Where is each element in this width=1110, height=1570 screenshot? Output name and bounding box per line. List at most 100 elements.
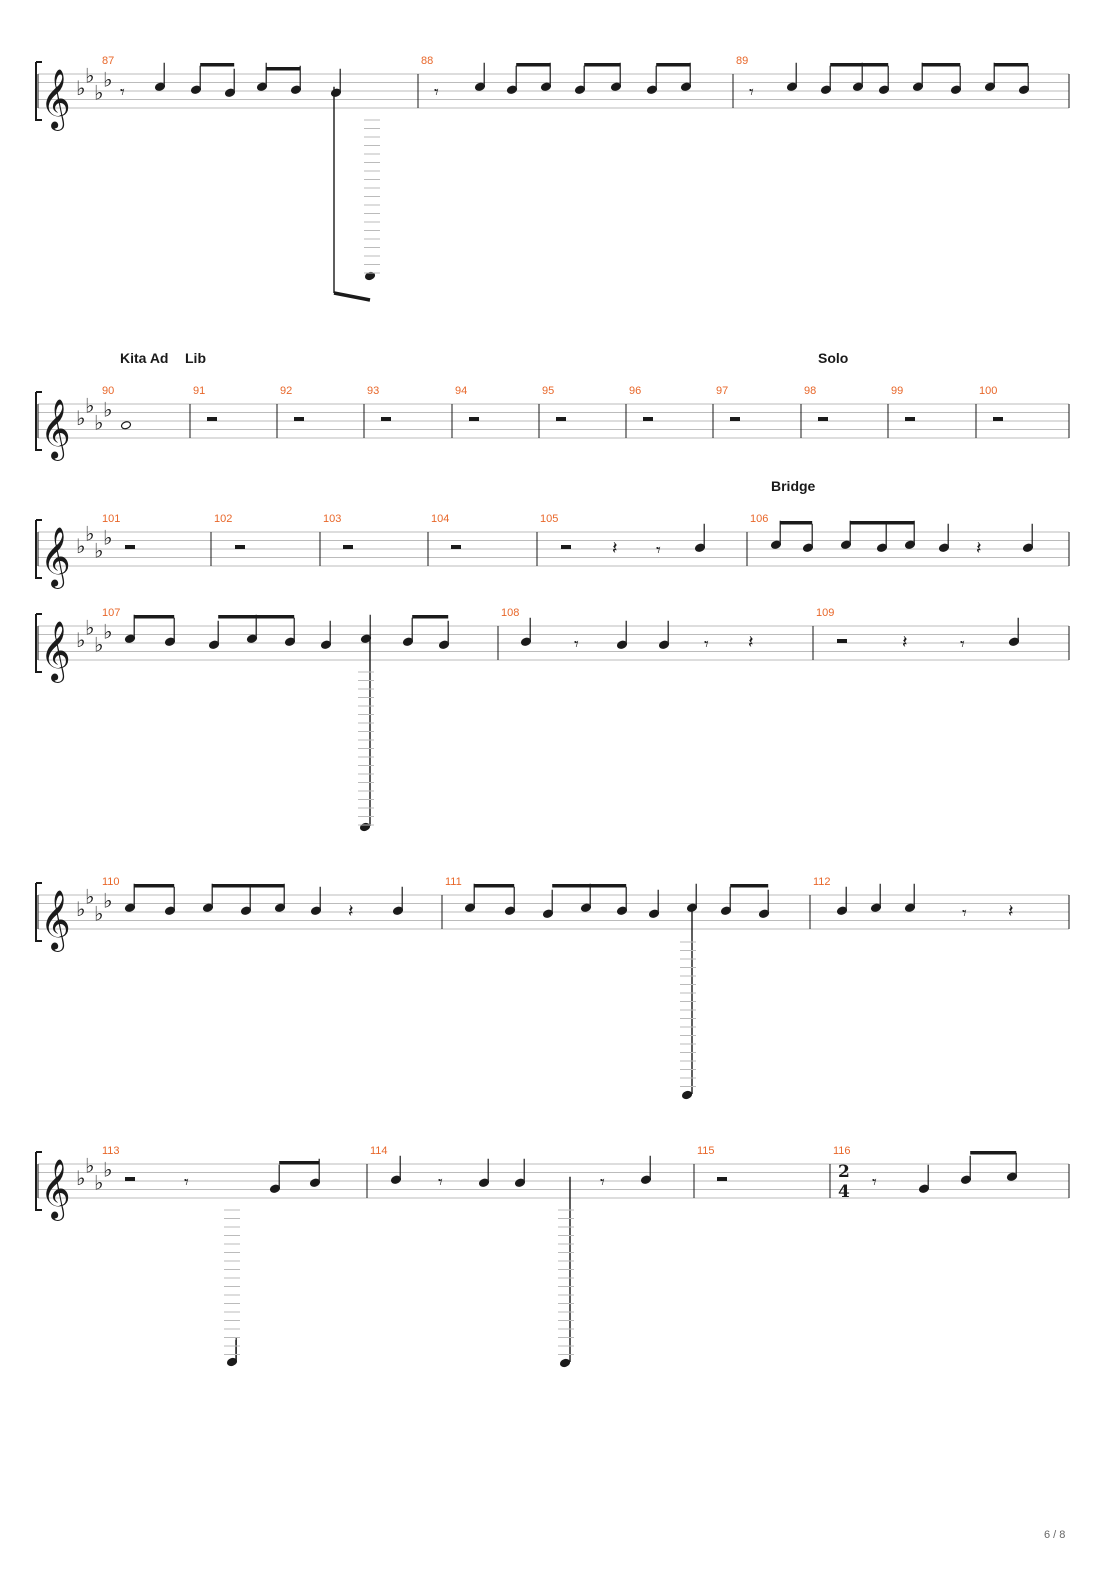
- eighth-rest-icon: 𝄾: [438, 1172, 443, 1193]
- system-bracket: [35, 1151, 42, 1211]
- half-rest-icon: [905, 417, 915, 421]
- measure-number: 113: [102, 1145, 120, 1157]
- flat-icon: ♭: [76, 534, 85, 558]
- half-rest-icon: [125, 545, 135, 549]
- note-head: [359, 822, 371, 832]
- half-rest-icon: [818, 417, 828, 421]
- flat-icon: ♭: [94, 1170, 103, 1194]
- measure-number: 106: [750, 513, 768, 525]
- quarter-rest-icon: 𝄽: [902, 632, 908, 653]
- flat-icon: ♭: [76, 628, 85, 652]
- system-bracket: [35, 391, 42, 451]
- half-rest-icon: [125, 1177, 135, 1181]
- measure-number: 103: [323, 513, 341, 525]
- system-bracket: [35, 613, 42, 673]
- measure-number: 91: [193, 385, 205, 397]
- flat-icon: ♭: [76, 1166, 85, 1190]
- flat-icon: ♭: [94, 901, 103, 925]
- measure-number: 99: [891, 385, 903, 397]
- half-rest-icon: [837, 639, 847, 643]
- eighth-rest-icon: 𝄾: [434, 82, 439, 103]
- quarter-rest-icon: 𝄽: [976, 538, 982, 559]
- half-rest-icon: [730, 417, 740, 421]
- flat-icon: ♭: [85, 63, 94, 87]
- treble-clef-icon: 𝄞: [40, 1159, 71, 1221]
- half-rest-icon: [993, 417, 1003, 421]
- flat-icon: ♭: [103, 1158, 112, 1182]
- half-rest-icon: [343, 545, 353, 549]
- system-bracket: [35, 519, 42, 579]
- flat-icon: ♭: [94, 538, 103, 562]
- note-head: [120, 421, 132, 430]
- flat-icon: ♭: [76, 897, 85, 921]
- measure-number: 115: [697, 1145, 715, 1157]
- half-rest-icon: [556, 417, 566, 421]
- flat-icon: ♭: [103, 398, 112, 422]
- measure-number: 96: [629, 385, 641, 397]
- eighth-rest-icon: 𝄾: [120, 82, 125, 103]
- measure-number: 100: [979, 385, 997, 397]
- measure-number: 101: [102, 513, 120, 525]
- measure-number: 94: [455, 385, 467, 397]
- quarter-rest-icon: 𝄽: [748, 632, 754, 653]
- measure-number: 97: [716, 385, 728, 397]
- measure-number: 102: [214, 513, 232, 525]
- flat-icon: ♭: [94, 632, 103, 656]
- eighth-rest-icon: 𝄾: [872, 1172, 877, 1193]
- flat-icon: ♭: [76, 406, 85, 430]
- measure-number: 93: [367, 385, 379, 397]
- treble-clef-icon: 𝄞: [40, 527, 71, 589]
- eighth-rest-icon: 𝄾: [704, 634, 709, 655]
- flat-icon: ♭: [76, 76, 85, 100]
- eighth-rest-icon: 𝄾: [184, 1172, 189, 1193]
- note-head: [559, 1358, 571, 1368]
- eighth-rest-icon: 𝄾: [749, 82, 754, 103]
- eighth-rest-icon: 𝄾: [960, 634, 965, 655]
- measure-number: 95: [542, 385, 554, 397]
- measure-number: 87: [102, 55, 114, 67]
- half-rest-icon: [235, 545, 245, 549]
- treble-clef-icon: 𝄞: [40, 621, 71, 683]
- measure-number: 90: [102, 385, 114, 397]
- flat-icon: ♭: [103, 526, 112, 550]
- measure-number: 88: [421, 55, 433, 67]
- section-label-solo: Solo: [818, 350, 848, 366]
- treble-clef-icon: 𝄞: [40, 890, 71, 952]
- page-indicator: 6 / 8: [1044, 1529, 1065, 1541]
- measure-number: 104: [431, 513, 449, 525]
- eighth-rest-icon: 𝄾: [600, 1172, 605, 1193]
- measure-number: 114: [370, 1145, 388, 1157]
- half-rest-icon: [643, 417, 653, 421]
- measure-number: 105: [540, 513, 558, 525]
- flat-icon: ♭: [103, 620, 112, 644]
- flat-icon: ♭: [85, 521, 94, 545]
- flat-icon: ♭: [103, 889, 112, 913]
- time-signature-denominator: 4: [838, 1182, 850, 1202]
- measure-number: 112: [813, 876, 831, 888]
- treble-clef-icon: 𝄞: [40, 399, 71, 461]
- half-rest-icon: [207, 417, 217, 421]
- measure-number: 89: [736, 55, 748, 67]
- half-rest-icon: [561, 545, 571, 549]
- quarter-rest-icon: 𝄽: [1008, 901, 1014, 922]
- flat-icon: ♭: [85, 1153, 94, 1177]
- system-bracket: [35, 882, 42, 942]
- eighth-rest-icon: 𝄾: [962, 903, 967, 924]
- half-rest-icon: [451, 545, 461, 549]
- measure-number: 110: [102, 876, 120, 888]
- section-label-bridge: Bridge: [771, 478, 816, 494]
- flat-icon: ♭: [94, 410, 103, 434]
- quarter-rest-icon: 𝄽: [348, 901, 354, 922]
- half-rest-icon: [381, 417, 391, 421]
- eighth-rest-icon: 𝄾: [656, 540, 661, 561]
- flat-icon: ♭: [103, 68, 112, 92]
- treble-clef-icon: 𝄞: [40, 69, 71, 131]
- quarter-rest-icon: 𝄽: [612, 538, 618, 559]
- time-signature-numerator: 2: [838, 1162, 850, 1182]
- note-head: [681, 1090, 693, 1100]
